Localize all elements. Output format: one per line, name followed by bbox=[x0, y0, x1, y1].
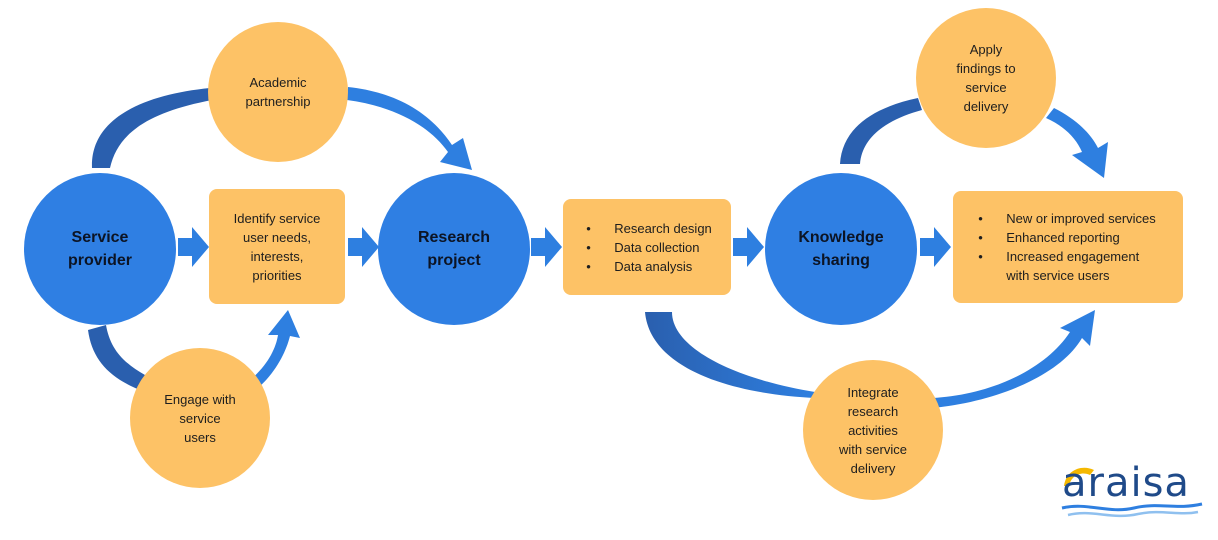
list-item: Enhanced reporting bbox=[974, 228, 1156, 247]
list-item: New or improved services bbox=[974, 209, 1156, 228]
logo-text: araisa bbox=[1062, 460, 1190, 506]
knowledge-sharing-node: Knowledge sharing bbox=[765, 173, 917, 325]
list-item: Data analysis bbox=[582, 257, 712, 276]
list-item: Research design bbox=[582, 219, 712, 238]
academic-partnership-node: Academic partnership bbox=[208, 22, 348, 162]
research-project-node: Research project bbox=[378, 173, 530, 325]
arrow-right-icon bbox=[733, 227, 764, 267]
research-steps-list: Research design Data collection Data ana… bbox=[582, 219, 712, 276]
arrow-right-icon bbox=[178, 227, 209, 267]
curve-arrow bbox=[91, 88, 212, 168]
outcomes-box: New or improved services Enhanced report… bbox=[953, 191, 1183, 303]
outcomes-list: New or improved services Enhanced report… bbox=[974, 209, 1156, 285]
research-steps-box: Research design Data collection Data ana… bbox=[563, 199, 731, 295]
curve-arrow bbox=[645, 312, 815, 398]
arrow-right-icon bbox=[531, 227, 562, 267]
curve-arrow bbox=[347, 87, 472, 170]
identify-needs-box: Identify service user needs, interests, … bbox=[209, 189, 345, 304]
curve-arrow bbox=[88, 325, 145, 390]
engage-users-node: Engage with service users bbox=[130, 348, 270, 488]
service-provider-node: Service provider bbox=[24, 173, 176, 325]
list-item: Increased engagement with service users bbox=[974, 247, 1156, 285]
list-item: Data collection bbox=[582, 238, 712, 257]
curve-arrow bbox=[250, 310, 300, 388]
curve-arrow bbox=[840, 98, 922, 164]
integrate-research-node: Integrate research activities with servi… bbox=[803, 360, 943, 500]
apply-findings-node: Apply findings to service delivery bbox=[916, 8, 1056, 148]
arrow-right-icon bbox=[920, 227, 951, 267]
curve-arrow bbox=[932, 310, 1095, 408]
araisa-logo-icon bbox=[1061, 467, 1203, 518]
arrow-right-icon bbox=[348, 227, 379, 267]
curve-arrow bbox=[1046, 108, 1108, 178]
